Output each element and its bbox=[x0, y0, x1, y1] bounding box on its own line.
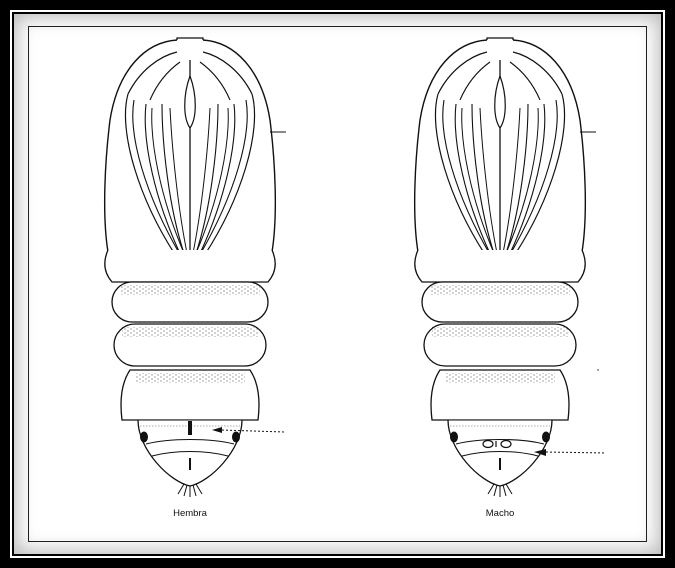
female-genital-slit bbox=[188, 421, 192, 435]
female-caption: Hembra bbox=[173, 508, 207, 519]
male-caption: Macho bbox=[486, 508, 515, 519]
female-pupa bbox=[105, 38, 286, 497]
male-pointer-line bbox=[546, 452, 606, 453]
male-pupa bbox=[415, 38, 606, 497]
speck bbox=[597, 369, 599, 371]
